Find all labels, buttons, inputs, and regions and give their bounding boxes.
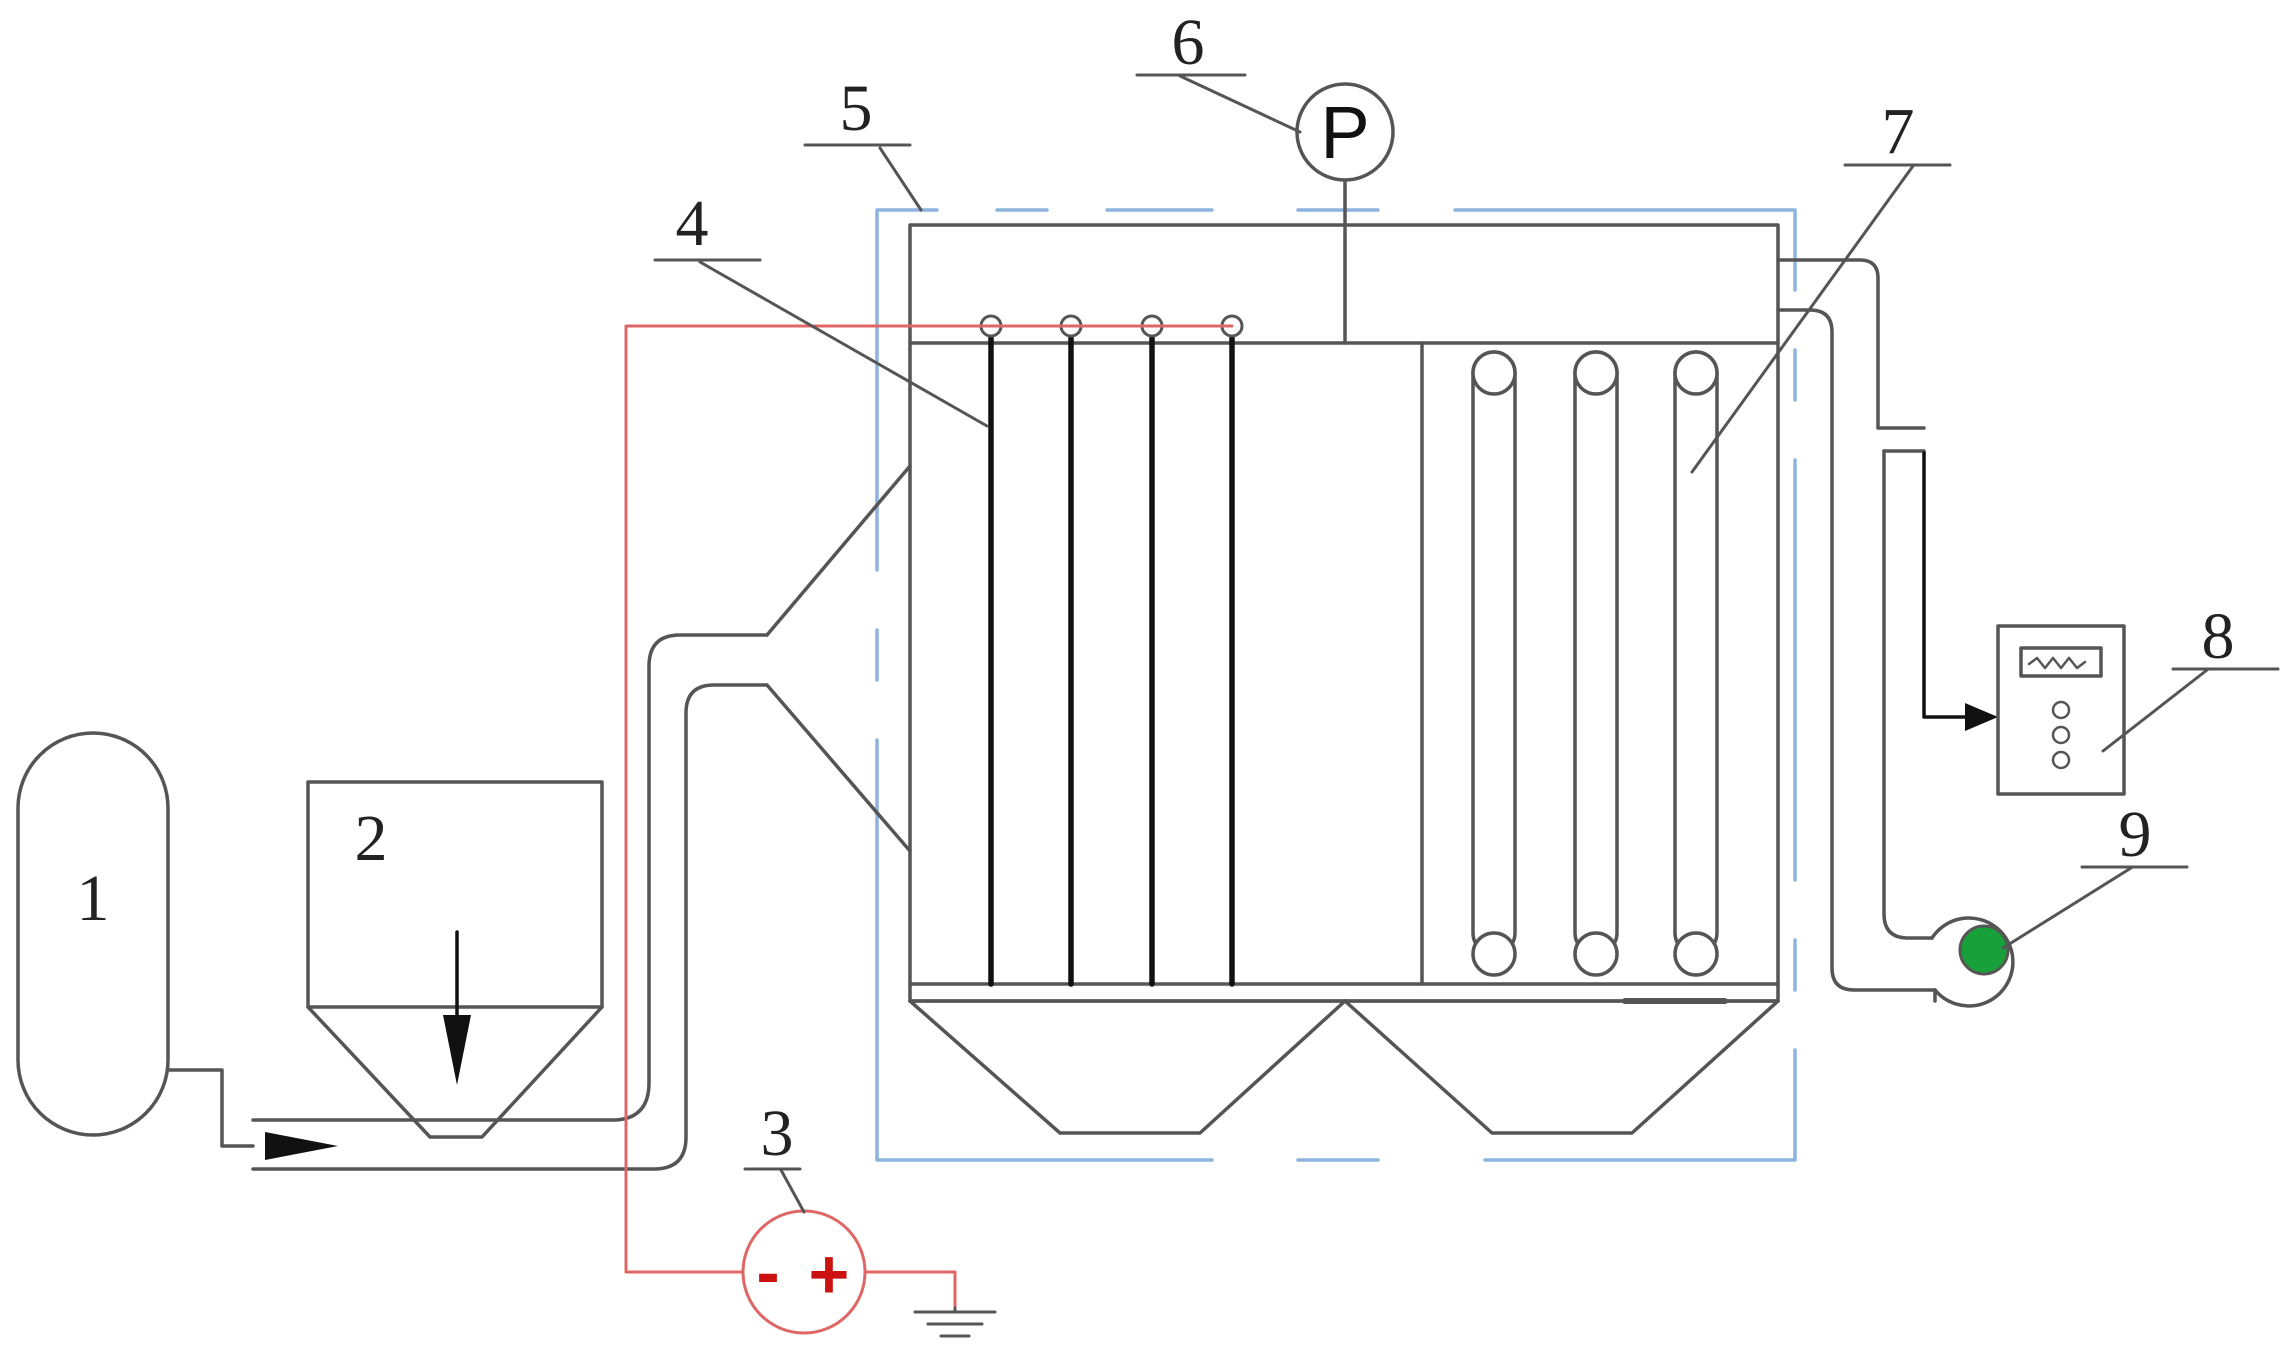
leader-lines	[653, 73, 2280, 1214]
power-plus: +	[809, 1235, 850, 1313]
pressure-gauge-6	[1295, 82, 1395, 345]
label-6: 6	[1172, 6, 1205, 79]
feed-hopper-2	[306, 780, 604, 1139]
label-1: 1	[77, 862, 110, 935]
inlet-diffuser	[765, 464, 912, 853]
pressure-gauge-letter: P	[1320, 91, 1369, 174]
label-3: 3	[761, 1097, 794, 1170]
ground-icon	[913, 1306, 997, 1338]
label-2: 2	[355, 802, 388, 875]
label-5: 5	[840, 72, 873, 145]
label-7: 7	[1882, 95, 1915, 168]
analyzer-feed	[1922, 451, 1998, 731]
discharge-electrodes	[988, 327, 1235, 987]
outlet-ducts	[1776, 258, 2015, 1008]
label-4: 4	[676, 187, 709, 260]
inlet-duct	[166, 633, 769, 1171]
label-9: 9	[2119, 798, 2152, 871]
analyzer-8	[1996, 624, 2126, 796]
enclosure-5	[875, 208, 1797, 1162]
collection-hoppers	[908, 999, 1780, 1135]
feed-arrow	[443, 930, 471, 1085]
filter-bags-7	[1471, 350, 1719, 977]
power-circuit	[624, 324, 1234, 1335]
label-8: 8	[2202, 600, 2235, 673]
power-minus: -	[756, 1233, 779, 1311]
fan-rotor-9	[1958, 924, 2010, 976]
gas-cylinder-1	[16, 731, 170, 1137]
flow-arrow	[265, 1132, 338, 1160]
